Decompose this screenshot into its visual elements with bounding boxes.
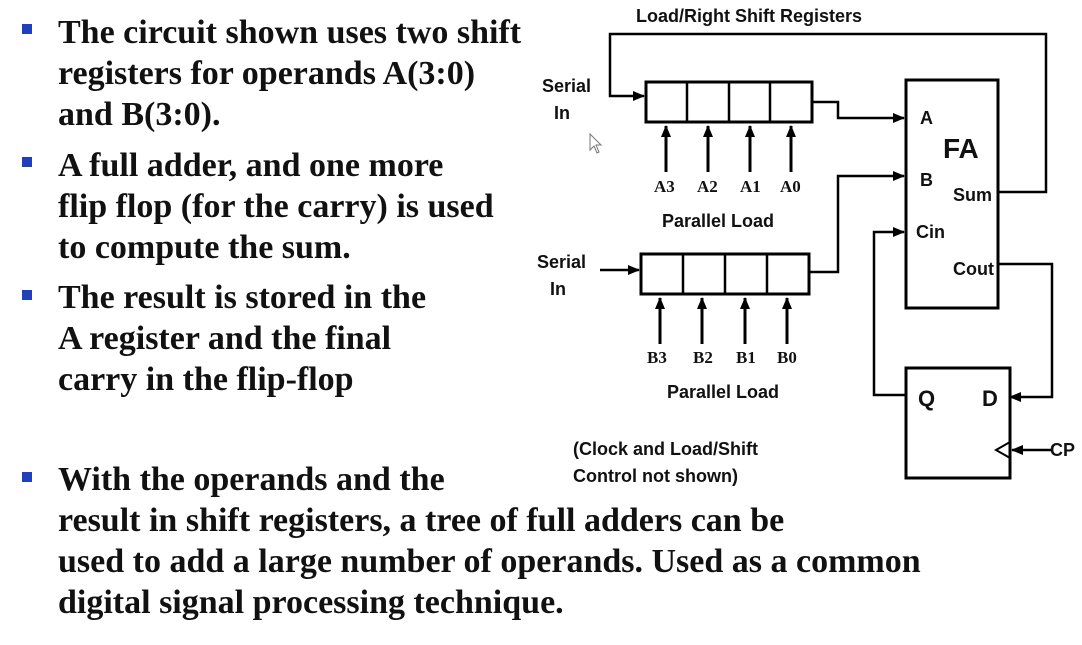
flipflop-q: Q	[918, 386, 935, 411]
bullet-text-line: With the operands and the	[58, 461, 445, 498]
reg-b-output-wire	[809, 171, 905, 274]
register-a	[644, 80, 814, 124]
flipflop-box	[904, 366, 1012, 480]
diagram-title: Load/Right Shift Registers	[636, 6, 862, 26]
register-b	[639, 252, 811, 296]
bullet-text-line: carry in the flip-flop	[58, 361, 354, 398]
bullet-text-line: used to add a large number of operands. …	[58, 543, 921, 580]
bit-label: A1	[740, 177, 761, 196]
bullet-text-line: and B(3:0).	[58, 96, 221, 133]
fa-input-cin: Cin	[916, 222, 945, 242]
bit-label: B3	[647, 348, 667, 367]
fa-output-sum: Sum	[953, 185, 992, 205]
note-text: Control not shown)	[573, 466, 738, 486]
bullet-marker	[22, 24, 32, 34]
bullet-marker	[22, 290, 32, 300]
serial-in-b-label: In	[550, 279, 566, 299]
flipflop-d: D	[982, 386, 998, 411]
parallel-load-a-arrows	[661, 125, 796, 172]
bullet-text-line: to compute the sum.	[58, 229, 351, 266]
fa-output-cout: Cout	[953, 259, 994, 279]
bullet-text-line: digital signal processing technique.	[58, 584, 564, 621]
bullet-marker	[22, 472, 32, 482]
bullet-text-line: flip flop (for the carry) is used	[58, 188, 494, 225]
serial-in-a-label: In	[554, 103, 570, 123]
fa-input-a: A	[920, 108, 933, 128]
parallel-load-b-arrows	[655, 297, 792, 344]
serial-in-a-label: Serial	[542, 76, 591, 96]
bullet-text-line: A register and the final	[58, 320, 392, 357]
sum-feedback-wire	[608, 32, 1048, 194]
bullet-text-line: The result is stored in the	[58, 279, 427, 316]
bit-label: B0	[777, 348, 797, 367]
serial-in-b-label: Serial	[537, 252, 586, 272]
bullet-text-line: result in shift registers, a tree of ful…	[58, 502, 785, 539]
reg-a-output-wire	[812, 100, 905, 123]
fa-input-b: B	[920, 170, 933, 190]
bullet-text-line: A full adder, and one more	[58, 147, 444, 184]
bit-label: A2	[697, 177, 718, 196]
bit-label: B1	[736, 348, 756, 367]
bullet-marker	[22, 157, 32, 167]
bit-label: A3	[654, 177, 675, 196]
bit-label: A0	[780, 177, 801, 196]
parallel-load-a-label: Parallel Load	[662, 211, 774, 231]
carry-feedback-wire	[872, 227, 906, 397]
cout-wire	[998, 262, 1054, 402]
parallel-load-b-label: Parallel Load	[667, 382, 779, 402]
clock-label: CP	[1050, 440, 1075, 460]
bit-label: B2	[693, 348, 713, 367]
bullet-text-line: The circuit shown uses two shift	[58, 14, 522, 51]
fa-title: FA	[943, 133, 979, 164]
note-text: (Clock and Load/Shift	[573, 439, 758, 459]
bullet-text-line: registers for operands A(3:0)	[58, 55, 476, 92]
full-adder-box	[904, 78, 1000, 310]
mouse-cursor-icon	[589, 132, 603, 154]
clock-triangle	[993, 441, 1011, 459]
